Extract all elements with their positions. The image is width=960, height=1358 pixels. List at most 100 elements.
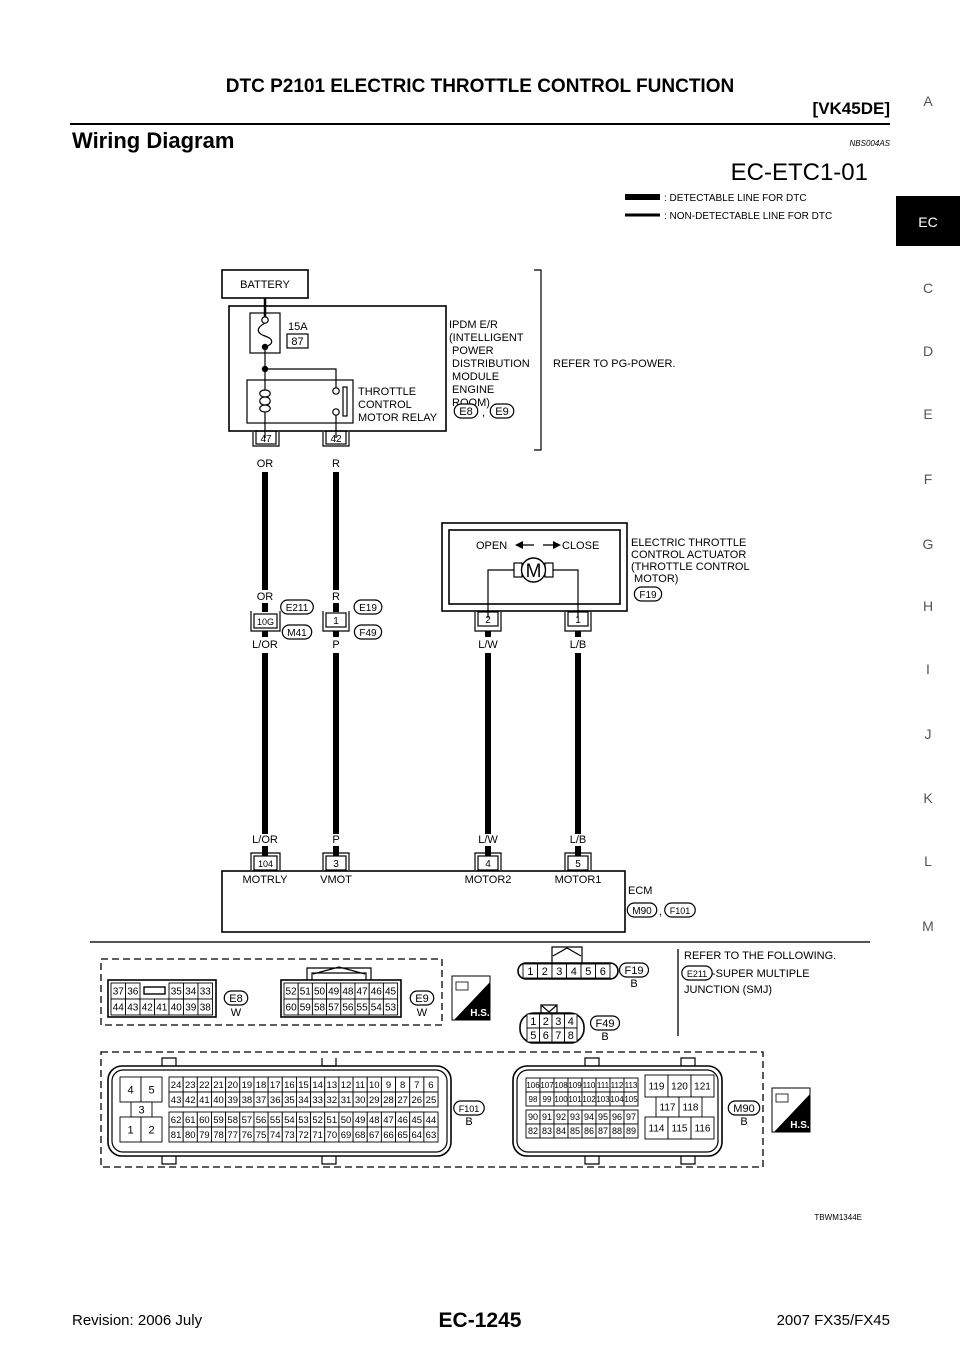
connector-id-outline: [281, 624, 313, 640]
f101-pin-number: 60: [199, 1115, 210, 1126]
f101-label[interactable]: F101: [453, 1100, 485, 1116]
e9-pin-number: 46: [371, 987, 383, 998]
f101-pin-number: 42: [185, 1095, 196, 1106]
f49-pin-number: 5: [530, 1030, 536, 1042]
m90-pin-number: 99: [543, 1095, 552, 1104]
side-tab-f[interactable]: F: [924, 471, 933, 487]
f101-pin-number: 27: [397, 1095, 408, 1106]
m90-cavity: [623, 1091, 639, 1107]
relay-switch-icon: [332, 386, 348, 438]
e9-label[interactable]: E9: [409, 990, 435, 1006]
m90-pin-number: 119: [649, 1082, 665, 1093]
svg-text:42: 42: [330, 434, 342, 445]
f19-label[interactable]: F19: [618, 962, 650, 978]
page-title: DTC P2101 ELECTRIC THROTTLE CONTROL FUNC…: [226, 76, 734, 97]
f19-pin-number: 1: [527, 966, 533, 978]
f49-label[interactable]: F49: [589, 1015, 621, 1031]
connector-id-outline: [353, 599, 383, 615]
m90-pin-number: 86: [584, 1126, 594, 1136]
side-tab-ec[interactable]: EC: [918, 214, 937, 230]
side-tab-j[interactable]: J: [925, 726, 932, 742]
f101-pin-number: 39: [227, 1095, 238, 1106]
ipdm-connector-e8[interactable]: E8: [453, 403, 479, 419]
wire-color-or-top: OR: [257, 458, 274, 470]
f101-cavity: [423, 1091, 439, 1108]
e9-pin-number: 57: [328, 1003, 340, 1014]
f101-pin-number: 24: [171, 1080, 182, 1091]
m90-pin-number: 98: [529, 1095, 538, 1104]
e9-pin-number: 58: [314, 1003, 326, 1014]
e9-pin-number: 59: [300, 1003, 312, 1014]
side-tab-d[interactable]: D: [923, 343, 933, 359]
f101-pin-number: 80: [185, 1130, 196, 1141]
f101-pin-number: 30: [355, 1095, 366, 1106]
wire-color-lor-bottom: L/OR: [252, 834, 278, 846]
engine-code: [VK45DE]: [813, 99, 890, 118]
actuator-inner-box: [448, 529, 621, 605]
m90-pin-number: 118: [683, 1103, 699, 1114]
side-tab-l[interactable]: L: [924, 853, 932, 869]
f49-pin-number: 2: [543, 1016, 549, 1028]
m90-pin-number: 117: [660, 1103, 676, 1114]
f101-connector-outline: [107, 1065, 452, 1157]
refer-desc-1: -SUPER MULTIPLE: [712, 968, 810, 980]
m90-pin-number: 102: [582, 1095, 596, 1104]
side-tab-m[interactable]: M: [922, 918, 934, 934]
wire-color-lb-bottom: L/B: [570, 834, 587, 846]
ecm-connector-m90[interactable]: M90: [626, 902, 658, 918]
connector-m41[interactable]: M41: [281, 624, 313, 640]
ecm-connector-f101[interactable]: F101: [664, 902, 696, 918]
f101-pin-number: 19: [242, 1080, 253, 1091]
f101-pin-number: 59: [213, 1115, 224, 1126]
actuator-connector-f19[interactable]: F19: [633, 586, 663, 602]
side-tab-c[interactable]: C: [923, 280, 933, 296]
svg-text:1: 1: [575, 615, 581, 626]
svg-text:3: 3: [333, 859, 339, 870]
e9-pin-number: 56: [342, 1003, 354, 1014]
m90-cavity: [690, 1116, 715, 1140]
e8-label[interactable]: E8: [223, 990, 249, 1006]
side-tab-g[interactable]: G: [923, 536, 934, 552]
connector-id-outline: [681, 965, 713, 981]
ecm-box: [221, 870, 626, 933]
e8-pin-number: 35: [171, 987, 183, 998]
connector-e211[interactable]: E211: [280, 599, 314, 615]
f101-pin-number: 20: [227, 1080, 238, 1091]
connector-e19[interactable]: E19: [353, 599, 383, 615]
ipdm-connector-e9[interactable]: E9: [489, 403, 515, 419]
f101-pin-number: 13: [327, 1080, 338, 1091]
f101-pin-number: 81: [171, 1130, 182, 1141]
side-tab-e[interactable]: E: [923, 406, 932, 422]
m90-locks: [584, 1057, 696, 1165]
f101-pin-number: 15: [298, 1080, 309, 1091]
f101-pin-number: 25: [426, 1095, 437, 1106]
e9-pin-number: 52: [286, 987, 298, 998]
refer-connector-e211[interactable]: E211: [681, 965, 713, 981]
f101-cavity: [423, 1126, 439, 1143]
connector-id-outline: [280, 599, 314, 615]
e8-pin-number: 37: [113, 987, 125, 998]
side-tab-active-bg: [896, 196, 960, 246]
connector-id-text: M41: [287, 628, 307, 639]
f49-pin-number: 3: [555, 1016, 561, 1028]
m90-pin-number: 85: [570, 1126, 580, 1136]
side-tab-k[interactable]: K: [923, 790, 933, 806]
m90-pin-number: 96: [612, 1112, 622, 1122]
m90-pin-number: 107: [540, 1081, 554, 1090]
side-tab-h[interactable]: H: [923, 598, 933, 614]
side-tab-a[interactable]: A: [923, 93, 933, 109]
fuse-rating: 15A: [288, 321, 308, 333]
footer-page: EC-1245: [439, 1309, 522, 1332]
side-tab-i[interactable]: I: [926, 661, 930, 677]
m90-cavity: [623, 1123, 639, 1139]
m90-pin-number: 120: [671, 1082, 688, 1093]
m90-label[interactable]: M90: [727, 1100, 761, 1116]
wire-color-p-bottom: P: [332, 834, 339, 846]
connector-id-text: F49: [596, 1018, 615, 1030]
connector-f49[interactable]: F49: [353, 624, 383, 640]
f101-pin-number: 32: [327, 1095, 338, 1106]
f101-pin-number: 17: [270, 1080, 281, 1091]
f101-pin-number: 8: [400, 1080, 405, 1091]
